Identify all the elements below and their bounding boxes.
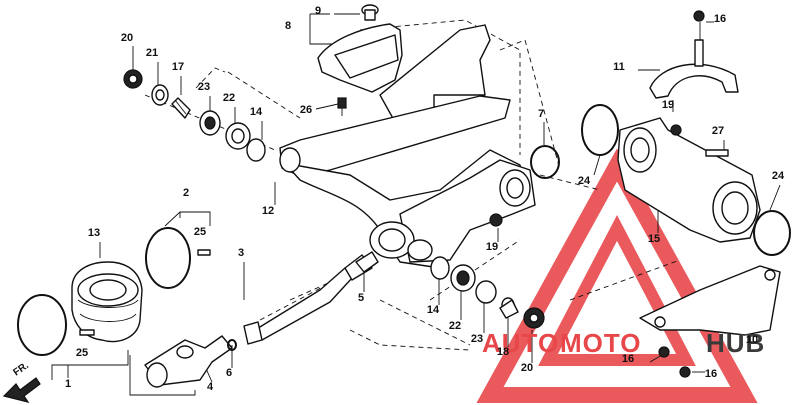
callout-c26: 26 — [300, 104, 312, 116]
band-clamp-1 — [17, 294, 67, 356]
o-ring-24-left — [581, 104, 619, 156]
callout-c25b: 25 — [76, 347, 88, 359]
callout-c5: 5 — [358, 292, 364, 304]
callout-c19b: 19 — [486, 241, 498, 253]
final-drive-housing — [617, 117, 761, 243]
callout-c11: 11 — [613, 61, 625, 73]
callout-c15: 15 — [648, 233, 660, 245]
callout-c24b: 24 — [772, 170, 785, 182]
front-direction-arrow — [2, 377, 41, 403]
callout-c8: 8 — [285, 20, 291, 32]
callout-c12: 12 — [262, 205, 274, 217]
callout-c16a: 16 — [714, 13, 726, 25]
callout-c13: 13 — [88, 227, 100, 239]
callout-c19a: 19 — [662, 99, 674, 111]
callout-c16b: 16 — [622, 353, 634, 365]
callout-numbers: 1234567891011121314141516161617181919202… — [65, 5, 785, 393]
callout-c22b: 22 — [449, 320, 461, 332]
band-clamp-2 — [145, 227, 191, 289]
watermark-auto: AUTO — [482, 328, 559, 358]
front-direction-label: FR. — [11, 360, 31, 378]
bearing-stack-right — [430, 213, 545, 329]
bolt-26 — [337, 97, 347, 116]
callout-c20a: 20 — [121, 32, 133, 44]
callout-c23b: 23 — [471, 333, 483, 345]
swingarm — [279, 95, 536, 269]
rubber-boot-13 — [71, 261, 143, 343]
clamp-11 — [649, 10, 739, 99]
callout-c1: 1 — [65, 378, 71, 390]
callout-c6: 6 — [226, 367, 232, 379]
callout-c3: 3 — [238, 247, 244, 259]
watermark-text: AUTO MOTO HUB — [482, 328, 765, 358]
bearing-stack-left — [123, 69, 266, 162]
callout-c22a: 22 — [223, 92, 235, 104]
callout-c10: 10 — [746, 334, 758, 346]
callout-c20b: 20 — [521, 362, 533, 374]
clamp-screw-25 — [79, 249, 211, 336]
callout-c14a: 14 — [250, 106, 263, 118]
u-joint-4 — [144, 335, 233, 388]
callout-c27: 27 — [712, 125, 724, 137]
callout-c7: 7 — [538, 108, 544, 120]
drive-shaft-3 — [243, 251, 379, 345]
watermark-logo-triangle — [476, 148, 758, 403]
watermark-hub: HUB — [706, 328, 765, 358]
callout-c9: 9 — [315, 5, 321, 17]
callout-c18: 18 — [497, 346, 509, 358]
mounting-plate-10 — [639, 265, 781, 378]
callout-c2: 2 — [183, 187, 189, 199]
callout-c24a: 24 — [578, 175, 591, 187]
callout-c17: 17 — [172, 61, 184, 73]
watermark-moto: MOTO — [560, 328, 642, 358]
upper-cover-bracket — [317, 4, 403, 93]
callout-c14b: 14 — [427, 304, 440, 316]
o-ring-7 — [530, 145, 560, 179]
snap-ring-6 — [227, 339, 237, 351]
callout-leader-lines — [51, 13, 781, 396]
o-ring-24-right — [753, 210, 791, 256]
callout-c16c: 16 — [705, 368, 717, 380]
callout-c23a: 23 — [198, 81, 210, 93]
callout-c25a: 25 — [194, 226, 206, 238]
callout-c21: 21 — [146, 47, 158, 59]
callout-c4: 4 — [207, 381, 214, 393]
